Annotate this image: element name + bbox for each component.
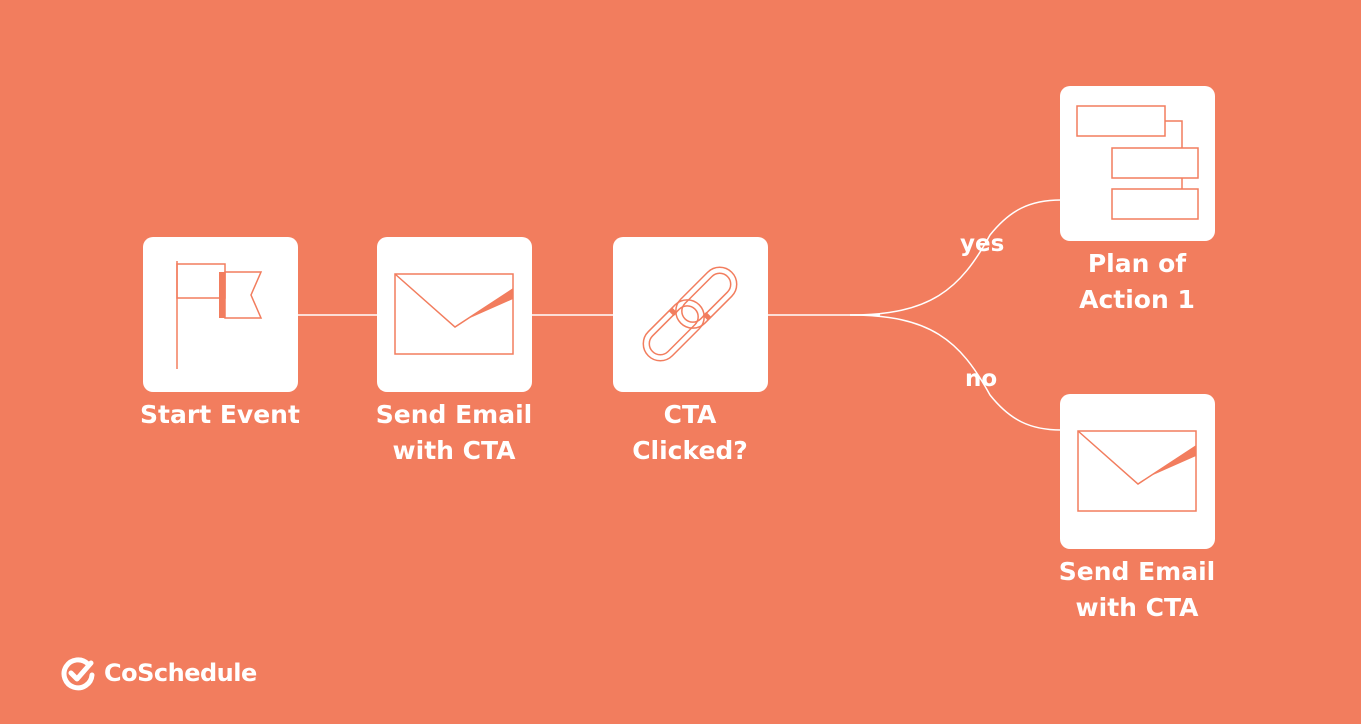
brand-name: CoSchedule	[104, 659, 257, 687]
plan-of-action-label: Plan of Action 1	[1079, 249, 1195, 314]
coschedule-logo: CoSchedule	[60, 654, 257, 692]
link-icon	[642, 266, 738, 362]
send-email-no-branch-label: Send Email with CTA	[1058, 557, 1216, 622]
cta-clicked-label: CTA Clicked?	[632, 400, 748, 465]
send-email-node[interactable]	[377, 237, 532, 392]
gantt-icon	[1076, 105, 1199, 220]
connector-yes-branch	[849, 199, 1062, 316]
envelope-icon	[1077, 430, 1197, 512]
send-email-label: Send Email with CTA	[375, 400, 533, 465]
cta-clicked-node[interactable]	[613, 237, 768, 392]
send-email-no-branch-node[interactable]	[1060, 394, 1215, 549]
connector-no-branch	[849, 314, 1062, 431]
start-event-node[interactable]	[143, 237, 298, 392]
envelope-icon	[394, 273, 514, 355]
start-event-label: Start Event	[140, 400, 300, 429]
coschedule-check-icon	[61, 657, 95, 691]
plan-of-action-node[interactable]	[1060, 86, 1215, 241]
no-branch-label: no	[965, 366, 998, 392]
flag-icon	[176, 261, 263, 369]
yes-branch-label: yes	[960, 231, 1005, 257]
